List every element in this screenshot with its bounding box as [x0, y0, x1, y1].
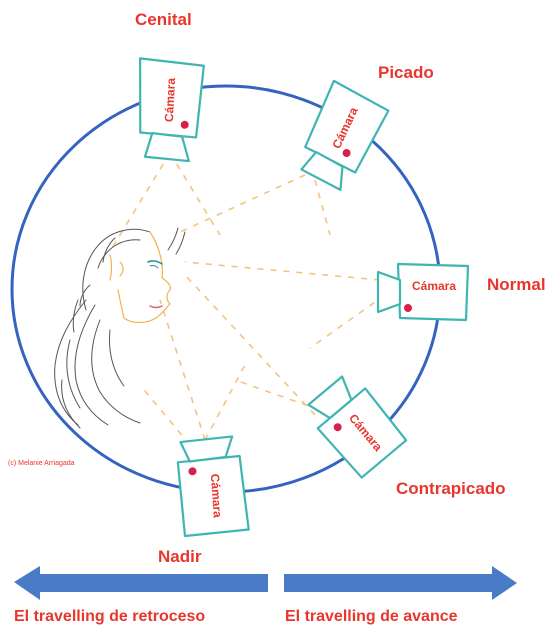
- label-cenital: Cenital: [135, 10, 192, 29]
- camera-normal-label: Cámara: [412, 279, 456, 293]
- camera-cenital: Cámara: [139, 57, 205, 163]
- label-contrapicado: Contrapicado: [396, 479, 506, 498]
- label-nadir: Nadir: [158, 547, 202, 566]
- camera-normal: Cámara: [376, 262, 470, 322]
- face-sketch: [54, 227, 186, 429]
- camera-picado: Cámara: [300, 79, 390, 191]
- sight-lines: [111, 152, 386, 446]
- label-travelling-back: El travelling de retroceso: [14, 608, 205, 625]
- camera-nadir-label: Cámara: [208, 473, 225, 518]
- label-picado: Picado: [378, 63, 434, 82]
- arrow-back: [14, 566, 268, 600]
- camera-nadir: Cámara: [176, 435, 250, 538]
- label-travelling-forward: El travelling de avance: [285, 608, 458, 625]
- credit-text: (c) Melanie Arriagada: [8, 460, 75, 467]
- label-normal: Normal: [487, 275, 546, 294]
- arrow-forward: [284, 566, 517, 600]
- camera-cenital-label: Cámara: [162, 77, 178, 122]
- camera-contrapicado: Cámara: [307, 375, 408, 479]
- travelling-arrows: [14, 566, 517, 600]
